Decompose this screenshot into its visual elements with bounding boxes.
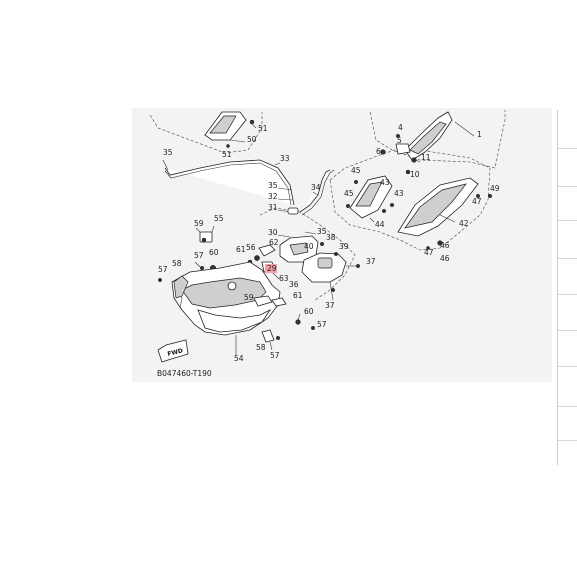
callout-c4: 4 [398, 123, 403, 132]
callout-c56: 56 [246, 243, 256, 252]
dashed-outline-top-right [369, 110, 506, 169]
callout-c57d: 57 [270, 351, 280, 360]
bolt-38-icon [320, 241, 325, 246]
bolt-49-icon [488, 193, 493, 198]
bolt-57d-icon [276, 336, 281, 341]
bolt-11-icon [411, 157, 417, 163]
callout-c5: 5 [397, 136, 402, 145]
callout-c33: 33 [280, 154, 290, 163]
bolt-56-icon [254, 255, 260, 261]
sidebar-strip [557, 110, 577, 465]
callout-c47: 47 [472, 197, 482, 206]
callout-c38: 38 [326, 233, 336, 242]
callout-c46: 46 [440, 241, 450, 250]
bolt-45b-icon [346, 203, 351, 208]
bolt-51b-icon [226, 144, 230, 148]
part-5-grommet [395, 143, 411, 155]
callout-c30: 30 [268, 228, 278, 237]
bolt-45-icon [354, 179, 359, 184]
dashed-outline-mid [259, 207, 356, 301]
fwd-label: FWD [167, 347, 184, 358]
bolt-47b-icon [426, 246, 430, 250]
callout-c10: 10 [410, 170, 420, 179]
callout-c59: 59 [194, 219, 204, 228]
callout-c58b: 58 [256, 343, 266, 352]
callout-c31: 31 [268, 203, 278, 212]
part-31-grommet [287, 207, 299, 215]
part-58-trim [173, 275, 189, 299]
bolt-57-icon [199, 266, 204, 271]
callout-c35b: 35 [268, 181, 278, 190]
callout-c34: 34 [311, 183, 321, 192]
callout-c57: 57 [194, 251, 204, 260]
callout-c55: 55 [214, 214, 224, 223]
callout-c63: 63 [279, 274, 289, 283]
bolt-39-icon [334, 251, 339, 256]
callout-c36: 36 [289, 280, 299, 289]
callout-c45: 45 [351, 166, 361, 175]
callout-c6: 6 [376, 147, 381, 156]
bolt-4-icon [396, 133, 401, 138]
bolt-57c-icon [311, 326, 316, 331]
diagram-code: B047460-T190 [157, 369, 212, 378]
callout-c58: 58 [172, 259, 182, 268]
callout-c47b: 47 [424, 248, 434, 257]
callout-c29: 29 [267, 264, 277, 273]
callout-c51b: 51 [222, 150, 232, 159]
bolt-37-icon [356, 264, 361, 269]
callout-c37: 37 [366, 257, 376, 266]
part-58b-clip [261, 329, 275, 343]
callout-c35c: 35 [317, 227, 327, 236]
part-62-bracket [258, 244, 276, 257]
bolt-46-icon [437, 240, 443, 246]
bolt-43-icon [382, 208, 387, 213]
diagram-panel [132, 108, 552, 382]
callout-c39: 39 [339, 242, 349, 251]
callout-c45b: 45 [344, 189, 354, 198]
bolt-60b-icon [295, 319, 301, 325]
callout-c57b: 57 [158, 265, 168, 274]
bolt-57b-icon [157, 278, 162, 283]
callout-c46b: 46 [440, 254, 450, 263]
bolt-6-icon [380, 149, 386, 155]
callout-c32: 32 [268, 192, 278, 201]
callout-c42: 42 [459, 219, 469, 228]
part-59b-clip [253, 295, 273, 307]
callout-c43: 43 [380, 178, 390, 187]
callout-c62: 62 [269, 238, 279, 247]
dashed-outline-right [329, 149, 491, 251]
callout-c57c: 57 [317, 320, 327, 329]
fwd-arrow-icon [157, 339, 189, 363]
callout-c60: 60 [209, 248, 219, 257]
callout-c60b: 60 [304, 307, 314, 316]
bolt-47-icon [476, 193, 481, 198]
callout-c40: 40 [304, 242, 314, 251]
bolt-51-icon [249, 119, 255, 125]
callout-c44: 44 [375, 220, 385, 229]
callout-c61: 61 [236, 245, 246, 254]
callout-c51: 51 [258, 124, 268, 133]
bolt-10-icon [405, 169, 411, 175]
callout-c43b: 43 [394, 189, 404, 198]
callout-highlight [265, 264, 277, 273]
callout-c1: 1 [477, 130, 482, 139]
callout-c59b: 59 [244, 293, 254, 302]
callout-c37b: 37 [325, 301, 335, 310]
bolt-59-icon [201, 237, 207, 243]
part-34-hose [299, 169, 331, 213]
callout-c54: 54 [234, 354, 244, 363]
part-33-cable [164, 159, 295, 206]
callout-c11: 11 [421, 153, 431, 162]
bolt-43b-icon [390, 202, 395, 207]
dashed-outline-left [149, 112, 263, 154]
callout-c49: 49 [490, 184, 500, 193]
part-61b-spring [271, 297, 287, 307]
callout-c50: 50 [247, 135, 257, 144]
callout-c61b: 61 [293, 291, 303, 300]
callout-c35: 35 [163, 148, 173, 157]
